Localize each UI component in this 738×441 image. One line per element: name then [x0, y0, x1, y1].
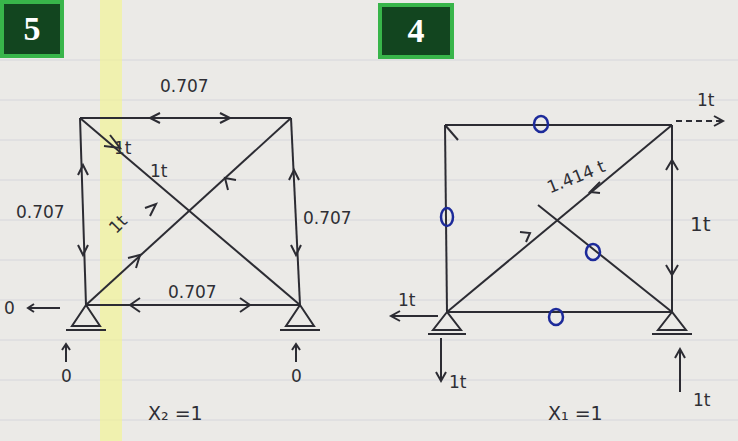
- member-force-label: 1t: [697, 92, 714, 109]
- zero-force-marks: [441, 116, 600, 325]
- member-force-label: 0.707: [160, 78, 209, 95]
- truss-right: [391, 116, 723, 392]
- figure-number-box: 5: [0, 0, 64, 58]
- member-force-label: 1t: [150, 163, 167, 180]
- member-force-label: 1t: [693, 392, 710, 409]
- member-force-label: 0: [61, 368, 72, 385]
- member-force-label: 1t: [449, 374, 466, 391]
- figure-number-box: 4: [378, 3, 454, 59]
- member-force-label: 0.707: [303, 210, 352, 227]
- member-force-label: 0: [4, 300, 15, 317]
- member-force-label: 1t: [690, 214, 711, 234]
- member-force-label: 0.707: [16, 204, 65, 221]
- member-force-label: 0: [291, 368, 302, 385]
- member-force-label: 1.414 t: [545, 158, 608, 197]
- truss-left: [28, 113, 320, 362]
- figure-number: 5: [24, 12, 41, 46]
- figure-number: 4: [408, 14, 425, 48]
- member-force-label: X₂ =1: [148, 404, 203, 423]
- member-force-label: 0.707: [168, 284, 217, 301]
- member-force-label: 1t: [114, 140, 131, 157]
- member-force-label: 1t: [398, 292, 415, 309]
- member-force-label: X₁ =1: [548, 404, 603, 423]
